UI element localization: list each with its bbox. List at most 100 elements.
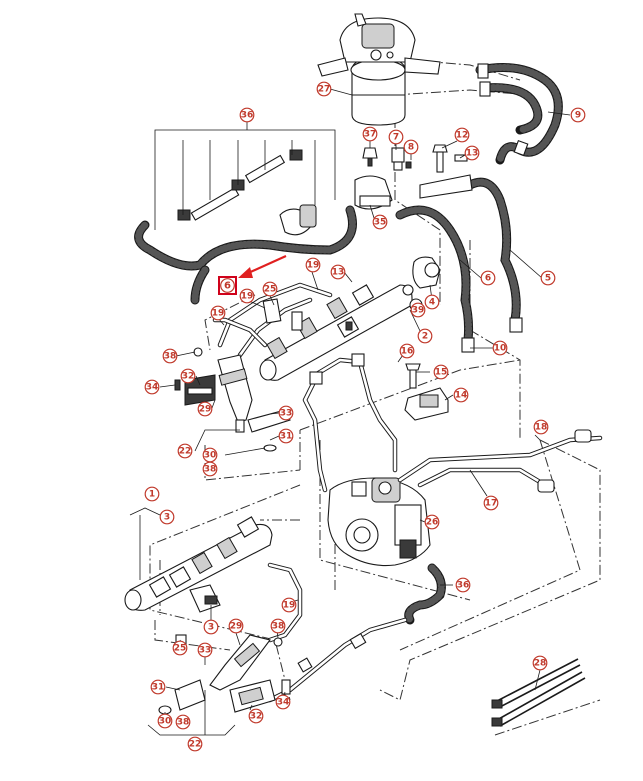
pressure-sensor bbox=[404, 363, 449, 421]
highlighted-callout-label: 6 bbox=[224, 281, 231, 292]
callout-c35[interactable]: 35 bbox=[372, 214, 388, 230]
callout-circle bbox=[455, 577, 471, 593]
callout-label: 15 bbox=[435, 368, 448, 378]
callout-label: 18 bbox=[535, 423, 548, 433]
callout-c29-top[interactable]: 29 bbox=[197, 401, 213, 417]
callout-c25-bot[interactable]: 25 bbox=[172, 640, 188, 656]
callout-circle bbox=[177, 443, 193, 459]
callout-label: 3 bbox=[164, 513, 170, 523]
callout-c26[interactable]: 26 bbox=[424, 514, 440, 530]
callout-c9[interactable]: 9 bbox=[570, 107, 586, 123]
callout-circle bbox=[197, 401, 213, 417]
callout-label: 37 bbox=[364, 130, 377, 140]
callout-circle bbox=[388, 129, 404, 145]
callout-c13-top[interactable]: 13 bbox=[464, 145, 480, 161]
callout-c31-bot[interactable]: 31 bbox=[150, 679, 166, 695]
callout-c18[interactable]: 18 bbox=[533, 419, 549, 435]
callout-c19-b[interactable]: 19 bbox=[239, 288, 255, 304]
callout-c30-top[interactable]: 30 bbox=[202, 447, 218, 463]
callout-circle bbox=[210, 305, 226, 321]
fuel-return-hose bbox=[475, 63, 563, 165]
callout-c4[interactable]: 4 bbox=[424, 294, 440, 310]
callout-circle bbox=[202, 461, 218, 477]
callout-circle bbox=[330, 264, 346, 280]
callout-c33-bot[interactable]: 33 bbox=[197, 642, 213, 658]
callout-label: 19 bbox=[241, 292, 254, 302]
callout-c28[interactable]: 28 bbox=[532, 655, 548, 671]
callout-c12[interactable]: 12 bbox=[454, 127, 470, 143]
callout-c34-top[interactable]: 34 bbox=[144, 379, 160, 395]
callout-circle bbox=[278, 428, 294, 444]
callout-c36-top[interactable]: 36 bbox=[239, 107, 255, 123]
callout-c19-d[interactable]: 19 bbox=[281, 597, 297, 613]
return-line-hose-bottom bbox=[404, 563, 446, 625]
callout-c25-top[interactable]: 25 bbox=[262, 281, 278, 297]
callout-circle bbox=[533, 419, 549, 435]
injector-return-hose bbox=[395, 205, 475, 353]
callout-circle bbox=[172, 640, 188, 656]
callout-label: 31 bbox=[152, 683, 165, 693]
callout-circle bbox=[203, 619, 219, 635]
callout-c2[interactable]: 2 bbox=[417, 328, 433, 344]
callout-label: 4 bbox=[429, 298, 435, 308]
callout-c32-top[interactable]: 32 bbox=[180, 368, 196, 384]
callout-c34-bot[interactable]: 34 bbox=[275, 694, 291, 710]
callout-circle bbox=[239, 107, 255, 123]
assembly-outlines bbox=[149, 59, 601, 736]
callout-c38-c[interactable]: 38 bbox=[270, 618, 286, 634]
callout-c7[interactable]: 7 bbox=[388, 129, 404, 145]
callout-c29-bot[interactable]: 29 bbox=[228, 618, 244, 634]
callout-label: 32 bbox=[250, 712, 263, 722]
callout-label: 17 bbox=[485, 499, 498, 509]
callout-label: 25 bbox=[174, 644, 187, 654]
callout-label: 9 bbox=[575, 111, 581, 121]
callout-c5[interactable]: 5 bbox=[540, 270, 556, 286]
callout-c38-b[interactable]: 38 bbox=[202, 461, 218, 477]
callout-c39[interactable]: 39 bbox=[410, 302, 426, 318]
callout-c37[interactable]: 37 bbox=[362, 126, 378, 142]
callout-circle bbox=[281, 597, 297, 613]
callout-c22-bot[interactable]: 22 bbox=[187, 736, 203, 752]
highlighted-callout-6[interactable]: 6 bbox=[218, 276, 237, 295]
callout-label: 33 bbox=[199, 646, 212, 656]
upper-fuel-rail bbox=[259, 256, 441, 381]
callout-circle bbox=[372, 214, 388, 230]
high-pressure-lines-lower bbox=[267, 562, 303, 643]
return-line-hose-top bbox=[134, 205, 357, 305]
callout-c36-bot[interactable]: 36 bbox=[455, 577, 471, 593]
callout-circle bbox=[483, 495, 499, 511]
callout-c1[interactable]: 1 bbox=[144, 486, 160, 502]
sensor-and-bolts bbox=[354, 144, 473, 210]
callout-label: 19 bbox=[307, 261, 320, 271]
callout-c32-bot[interactable]: 32 bbox=[248, 708, 264, 724]
callout-circle bbox=[262, 281, 278, 297]
callout-circle bbox=[433, 364, 449, 380]
callout-c17[interactable]: 17 bbox=[483, 495, 499, 511]
callout-c14[interactable]: 14 bbox=[453, 387, 469, 403]
callout-c31-top[interactable]: 31 bbox=[278, 428, 294, 444]
callout-circle bbox=[540, 270, 556, 286]
callout-c19-c[interactable]: 19 bbox=[210, 305, 226, 321]
callout-circle bbox=[197, 642, 213, 658]
callout-c16[interactable]: 16 bbox=[399, 343, 415, 359]
callout-c38-a[interactable]: 38 bbox=[162, 348, 178, 364]
callout-c13-mid[interactable]: 13 bbox=[330, 264, 346, 280]
callout-circle bbox=[157, 713, 173, 729]
callout-circle bbox=[316, 81, 332, 97]
callout-c30-bot[interactable]: 30 bbox=[157, 713, 173, 729]
callout-c38-d[interactable]: 38 bbox=[175, 714, 191, 730]
callout-label: 13 bbox=[332, 268, 345, 278]
callout-c27[interactable]: 27 bbox=[316, 81, 332, 97]
callout-c19-a[interactable]: 19 bbox=[305, 257, 321, 273]
callout-c3-bot[interactable]: 3 bbox=[203, 619, 219, 635]
callout-c33-top[interactable]: 33 bbox=[278, 405, 294, 421]
callout-c22-top[interactable]: 22 bbox=[177, 443, 193, 459]
callout-c15[interactable]: 15 bbox=[433, 364, 449, 380]
callout-c3-top[interactable]: 3 bbox=[159, 509, 175, 525]
callout-c6-right[interactable]: 6 bbox=[480, 270, 496, 286]
callout-c10[interactable]: 10 bbox=[492, 340, 508, 356]
callout-c8[interactable]: 8 bbox=[403, 139, 419, 155]
callout-label: 5 bbox=[545, 274, 551, 284]
callout-label: 14 bbox=[455, 391, 468, 401]
